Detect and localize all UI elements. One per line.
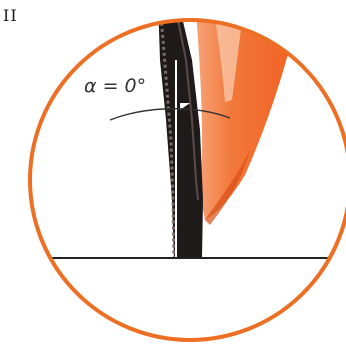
blade-side-band	[175, 20, 199, 201]
saw-blade	[158, 20, 203, 258]
blade-guard-shadow	[205, 150, 250, 225]
figure-reference-label: II	[3, 6, 18, 25]
angle-arc	[109, 108, 231, 121]
blade-guard-shape	[195, 20, 300, 220]
detail-frame-circle	[28, 18, 346, 342]
angle-annotation: α = 0°	[84, 75, 147, 97]
blade-teeth-edge	[158, 20, 176, 259]
